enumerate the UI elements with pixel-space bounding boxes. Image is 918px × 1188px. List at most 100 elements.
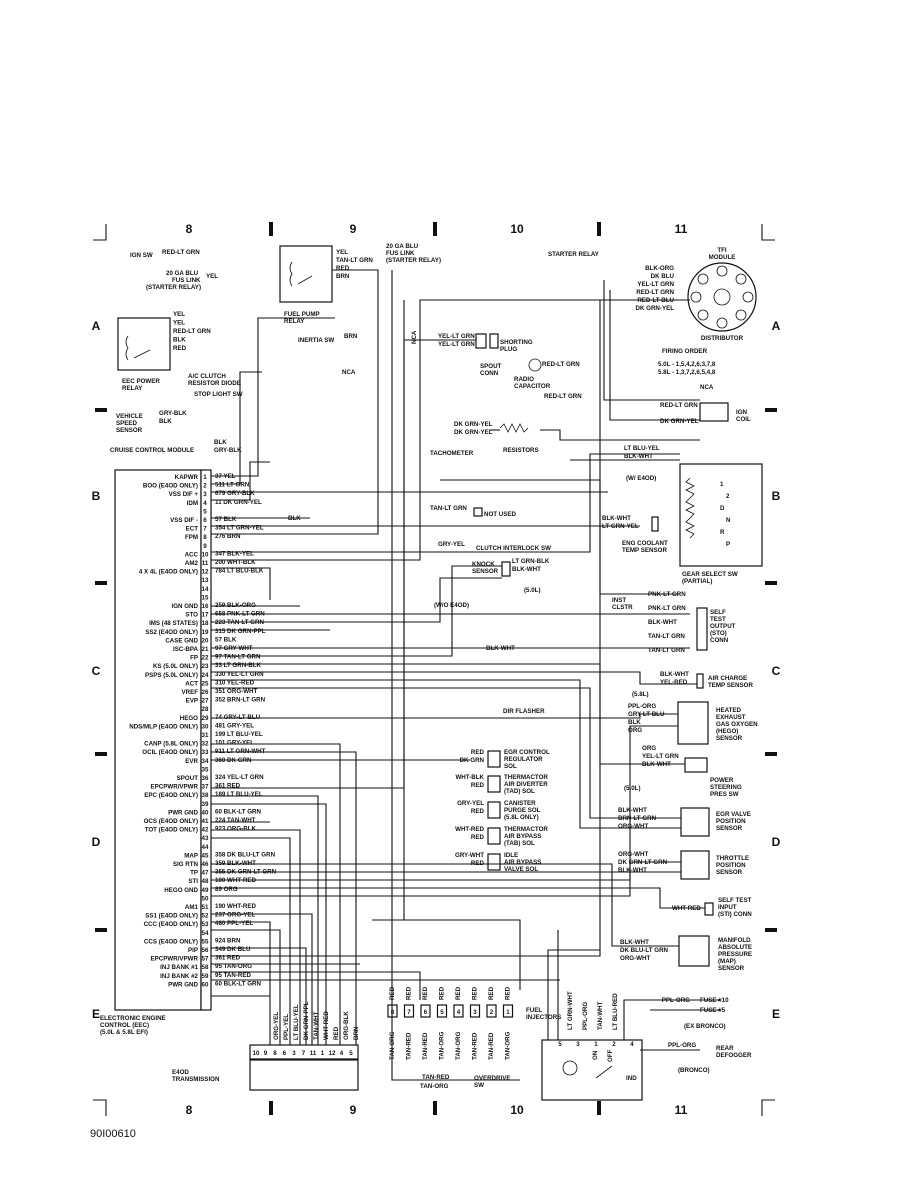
eec-pin-wire: 33 LT GRN-BLK (215, 662, 261, 669)
radio-capacitor-label: RADIO (514, 376, 534, 383)
wire-label: YEL (206, 273, 218, 280)
wire-label: YEL-LT GRN (637, 281, 674, 288)
eec-pin-number: 55 (202, 938, 209, 945)
eec-module-label: ELECTRONIC ENGINE (100, 1015, 166, 1022)
eec-pin-wire: 358 DK BLU-LT GRN (215, 851, 276, 858)
grid-column-label: 9 (350, 1103, 357, 1117)
grid-column-label: 11 (675, 222, 688, 236)
wire-label: BLK-WHT (620, 939, 649, 946)
od-pin-number: 3 (576, 1041, 580, 1048)
grid-row-label: D (92, 835, 101, 849)
eec-pin-wire: 89 ORG (215, 886, 238, 893)
eec-pin-name: SPOUT (177, 775, 199, 782)
wire-label: YEL-LT GRN (642, 753, 679, 760)
wire-label: ORG-WHT (620, 955, 650, 962)
ect-sensor-box (651, 516, 659, 532)
grid-row-label: E (772, 1007, 780, 1021)
eec-pin-name: CCC (E4OD ONLY) (144, 921, 198, 928)
psps-label: POWER (710, 777, 734, 784)
shorting-plug-label: SHORTING (500, 339, 533, 346)
ect-sensor-label: ENG COOLANT (622, 540, 668, 547)
tad-solenoid-label: (TAD) SOL (504, 788, 535, 795)
eec-pin-wire: 330 YEL-LT GRN (215, 671, 264, 678)
gear-position-mark: N (726, 517, 731, 524)
eec-pin-number: 24 (202, 672, 209, 679)
trans-pin-number: 1 (321, 1050, 325, 1057)
wire-label: TAN-WHT (313, 1011, 320, 1040)
eec-pin-name: ACC (185, 551, 199, 558)
wire-label: BLK (214, 439, 227, 446)
wire-label: BRN-LT GRN (618, 815, 657, 822)
eec-pin-number: 59 (202, 973, 209, 980)
trans-pin-number: 9 (264, 1050, 268, 1057)
overdrive-ind-label: IND (626, 1075, 637, 1082)
fuel-pump-relay-box (279, 245, 333, 303)
wire-label: ORG-WHT (618, 851, 648, 858)
vss-label: VEHICLE (116, 413, 143, 420)
resistors-label: RESISTORS (503, 447, 539, 454)
eec-pin-wire: 511 LT GRN (215, 482, 250, 489)
eec-pin-name: NDS/MLP (E4OD ONLY) (129, 723, 198, 730)
eec-pin-number: 46 (202, 861, 209, 868)
injector-7 (403, 1004, 415, 1018)
eec-pin-wire: 480 PPL-YEL (215, 920, 253, 927)
overdrive-indicator-lamp (562, 1060, 578, 1076)
eec-pin-name: PIP (188, 947, 198, 954)
sto-conn-box (696, 607, 708, 651)
spout-conn-box (475, 333, 487, 349)
wire-label: TAN-RED (422, 1032, 429, 1060)
tad-solenoid-label: AIR DIVERTER (504, 781, 548, 788)
eec-pin-number: 13 (202, 577, 209, 584)
eec-pin-number: 25 (202, 680, 209, 687)
fuel-injectors-label: INJECTORS (526, 1014, 561, 1021)
wire-label: YEL (173, 311, 185, 318)
hego-sensor-label: GAS OXYGEN (716, 721, 758, 728)
gear-position-mark: R (720, 529, 725, 536)
wire-label: TAN-RED (406, 1032, 413, 1060)
eec-pin-number: 16 (202, 603, 209, 610)
hego-sensor-label: EXHAUST (716, 714, 746, 721)
idle-bypass-solenoid-label: AIR BYPASS (504, 859, 541, 866)
map-sensor-label: SENSOR (718, 965, 745, 972)
wire-label: LT BLU-RED (612, 993, 619, 1030)
grid-ticks (95, 222, 777, 1115)
ign-coil-label: IGN (736, 409, 748, 416)
eec-pin-name: EPCPWR/VPWR (151, 956, 199, 963)
wire-label: GRY-BLK (159, 410, 187, 417)
wire-label: BRN (353, 1026, 360, 1040)
eec-pin-name: OCIL (E4OD ONLY) (142, 749, 198, 756)
wire-label: BLK (173, 337, 186, 344)
wire-label: RED-LT GRN (162, 249, 200, 256)
eec-pin-number: 60 (202, 981, 209, 988)
wire-label: TAN-LT GRN (430, 505, 467, 512)
wire-label: RED-LT GRN (544, 393, 582, 400)
wire-label: ORG-WHT (618, 823, 648, 830)
grid-row-label: C (92, 664, 101, 678)
wire-label: GRY-BLK (214, 447, 242, 454)
eec-pin-name: IGN GND (172, 603, 199, 610)
wire-label: BRN (344, 333, 358, 340)
eec-pin-number: 15 (202, 594, 209, 601)
radio-capacitor-icon (528, 358, 542, 372)
tachometer-label: TACHOMETER (430, 450, 474, 457)
knock-sensor-label: KNOCK (472, 561, 495, 568)
eec-pin-number: 17 (202, 612, 209, 619)
evp-sensor-label: EGR VALVE (716, 811, 751, 818)
sto-conn-label: TEST (710, 616, 726, 623)
variant-label: (5.0L) (524, 587, 541, 594)
eec-pin-name: KAPWR (175, 474, 199, 481)
starter-relay-label: STARTER RELAY (548, 251, 600, 258)
wire-label: RED (471, 749, 485, 756)
tab-solenoid-label: (TAB) SOL (504, 840, 535, 847)
canister-purge-solenoid-label: (5.8L ONLY) (504, 814, 539, 821)
wire-harness (211, 269, 720, 1081)
cruise-module-label: CRUISE CONTROL MODULE (110, 447, 194, 454)
e4od-transmission-box (249, 1059, 359, 1091)
canister-purge-solenoid-label: CANISTER (504, 800, 536, 807)
eec-pin-name: INJ BANK #2 (160, 973, 198, 980)
wire-label: BLK-WHT (602, 515, 631, 522)
injector-number: 1 (506, 1009, 510, 1016)
trans-pin-number: 7 (302, 1050, 306, 1057)
ign-coil-label: COIL (736, 416, 751, 423)
